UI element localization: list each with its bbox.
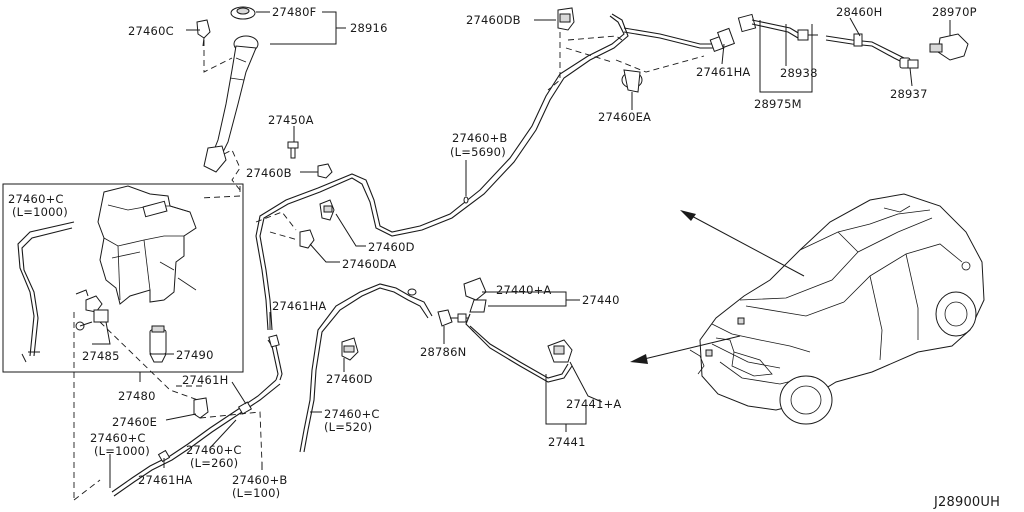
label-27441: 27441 [548,435,586,449]
label-28938: 28938 [780,66,818,80]
check-valve-28937 [899,57,919,69]
part-labels: 27460C 27480F 28916 27450A 27460B 27460+… [8,5,1000,510]
hose-27460b-5690 [255,15,625,331]
joint-28786n [437,309,468,327]
label-27460c-260: 27460+C [186,443,242,457]
label-27460d-lower: 27460D [326,372,373,386]
hose-27441 [469,325,569,379]
label-27460da: 27460DA [342,257,397,271]
label-27460c-l1000-length: (L=1000) [12,205,68,219]
leader-lines [92,11,951,488]
clip-27460d [319,199,335,221]
clip-27460db [557,7,575,31]
diagram-code: J28900UH [933,495,1000,510]
filler-neck [203,6,259,173]
label-27461ha-mid: 27461HA [272,299,327,313]
label-27480: 27480 [118,389,156,403]
label-27460c-lower-length: (L=1000) [94,444,150,458]
label-27460db: 27460DB [466,13,521,27]
label-27440a: 27440+A [496,283,552,297]
label-27460b-100-length: (L=100) [232,486,280,500]
label-27460b-100: 27460+B [232,473,288,487]
label-27450a: 27450A [268,113,314,127]
label-28937: 28937 [890,87,928,101]
label-27485: 27485 [82,349,120,363]
clip-27460b [300,163,333,179]
label-27460c-520-length: (L=520) [324,420,372,434]
label-27461h: 27461H [182,373,228,387]
rear-nozzle-28970p [929,33,969,61]
label-27460c-260-length: (L=260) [190,456,238,470]
label-28916: 28916 [350,21,388,35]
label-27460c: 27460C [128,24,174,38]
washer-tank [97,185,197,305]
label-27440: 27440 [582,293,620,307]
clip-27460d-lower [341,337,359,361]
label-27460ea: 27460EA [598,110,651,124]
front-nozzle-27440 [463,277,487,333]
label-27461ha-low: 27461HA [138,473,193,487]
bolt-27450a [287,130,299,159]
label-27460e: 27460E [112,415,157,429]
clip-27460c [196,19,211,47]
label-27441a: 27441+A [566,397,622,411]
hose-27460c-520 [299,283,433,453]
label-28970p: 28970P [932,5,977,19]
washer-pump [149,325,167,363]
label-28786n: 28786N [420,345,466,359]
clip-27460da [299,229,315,249]
grommet-27485 [75,289,109,331]
vehicle-illustration [689,193,985,425]
location-arrows [630,210,805,364]
label-27461ha-top: 27461HA [696,65,751,79]
label-27460b: 27460B [246,166,292,180]
label-27460d: 27460D [368,240,415,254]
label-28460h: 28460H [836,5,882,19]
label-28975m: 28975M [754,97,802,111]
label-27460c-520: 27460+C [324,407,380,421]
label-27460b-5690-length: (L=5690) [450,145,506,159]
clip-27460ea [621,69,643,93]
reservoir-inset-box [2,183,244,373]
front-nozzle-27441 [547,339,573,363]
label-27460c-lower: 27460+C [90,431,146,445]
label-27480f: 27480F [272,5,316,19]
label-27490: 27490 [176,348,214,362]
hose-27460c-inset [17,221,75,357]
label-27460b-5690: 27460+B [452,131,508,145]
lower-hose-set [111,334,283,497]
connector-28938 [737,13,818,41]
hose-28460h [825,35,905,59]
label-27460c-l1000: 27460+C [8,192,64,206]
